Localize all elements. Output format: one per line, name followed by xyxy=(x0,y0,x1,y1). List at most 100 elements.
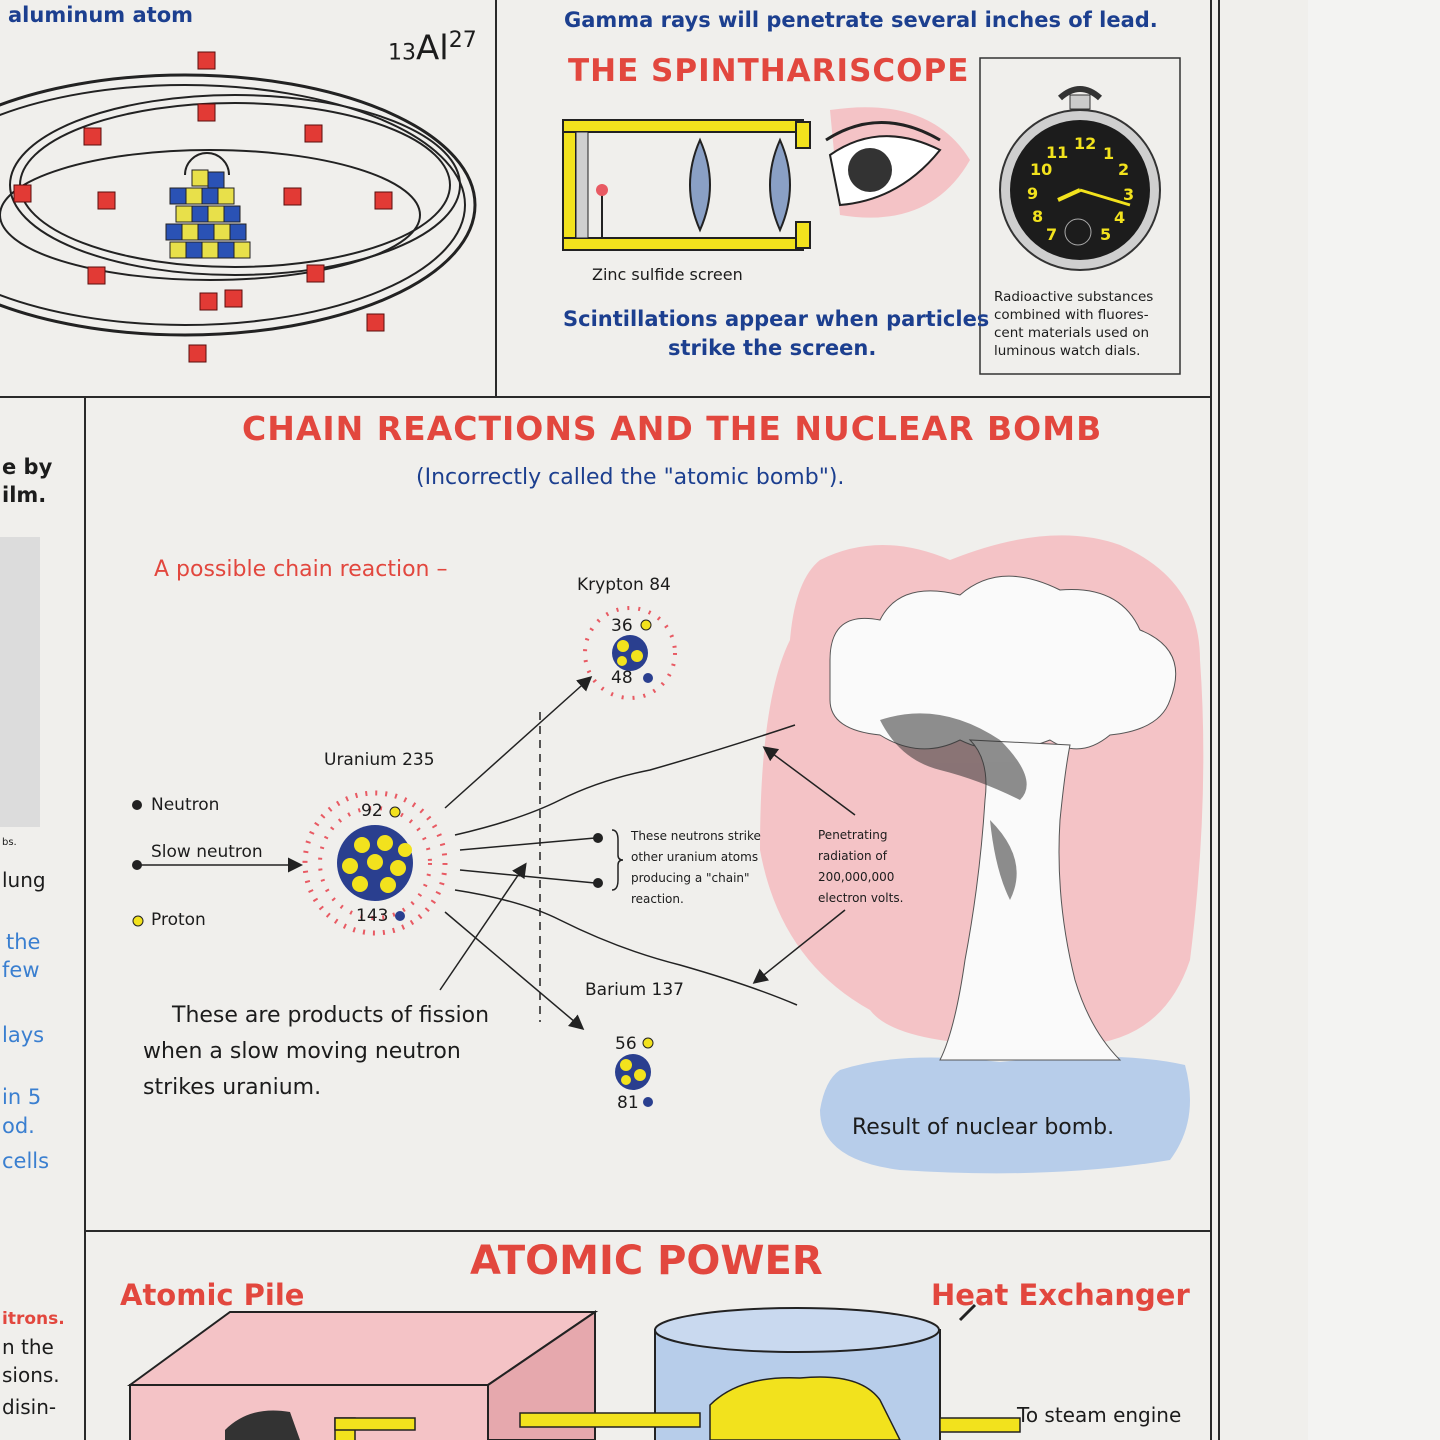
fission-line: These are products of fission xyxy=(172,1003,490,1028)
slow-neutron-legend-label: Slow neutron xyxy=(151,842,263,862)
aluminum-atom-label: aluminum atom xyxy=(8,3,194,27)
note-line: other uranium atoms xyxy=(631,850,759,864)
steam-engine-label: To steam engine xyxy=(1017,1403,1182,1427)
left-fragment: the xyxy=(6,930,41,954)
watch-number: 8 xyxy=(1032,207,1044,226)
watch-caption-line: luminous watch dials. xyxy=(994,343,1141,359)
scintillations-caption-line2: strike the screen. xyxy=(668,336,877,360)
note-line: electron volts. xyxy=(818,891,904,905)
chain-reaction-arrows xyxy=(140,675,977,1322)
watch-number: 11 xyxy=(1046,143,1069,162)
krypton-protons: 36 xyxy=(611,616,633,636)
left-fragment: n the xyxy=(2,1335,54,1359)
atomic-number: 13 xyxy=(388,40,416,66)
fission-line: when a slow moving neutron xyxy=(143,1039,461,1064)
left-fragment: disin- xyxy=(2,1395,57,1419)
watch-caption-line: Radioactive substances xyxy=(994,289,1154,305)
slow-neutron-legend-dot xyxy=(132,860,142,870)
aluminum-electrons xyxy=(13,51,393,363)
divider-vertical-right-outer xyxy=(1218,0,1220,1440)
left-fragment: od. xyxy=(2,1114,35,1138)
zinc-sulfide-label: Zinc sulfide screen xyxy=(592,265,743,284)
proton-legend-dot xyxy=(132,915,144,927)
pocket-watch-illustration xyxy=(999,86,1161,271)
watch-number: 2 xyxy=(1118,160,1130,179)
divider-horizontal-1 xyxy=(0,396,1212,398)
note-line: reaction. xyxy=(631,892,684,906)
heat-exchanger-illustration xyxy=(654,1307,941,1440)
watch-caption-line: combined with fluores- xyxy=(994,307,1149,323)
atomic-pile-illustration xyxy=(126,1310,599,1440)
watch-number: 9 xyxy=(1027,184,1039,203)
neutrons-strike-note: These neutrons strike other uranium atom… xyxy=(631,826,761,910)
watch-number: 10 xyxy=(1030,160,1053,179)
possible-chain-reaction-label: A possible chain reaction – xyxy=(154,557,448,582)
fission-products-text: These are products of fission when a slo… xyxy=(143,998,489,1106)
left-fragment: lung xyxy=(2,868,46,892)
uranium-atom xyxy=(302,790,448,936)
krypton-atom xyxy=(583,606,677,700)
left-fragment: itrons. xyxy=(2,1309,65,1329)
left-photo-panel xyxy=(0,537,40,827)
scintillations-caption-line1: Scintillations appear when particles xyxy=(563,307,990,331)
left-fragment: bs. xyxy=(2,837,17,848)
aluminum-atom-illustration xyxy=(0,73,477,337)
uranium-neutrons: 143 xyxy=(356,906,389,926)
mushroom-cloud xyxy=(829,575,1177,1061)
chain-reactions-title: CHAIN REACTIONS AND THE NUCLEAR BOMB xyxy=(242,409,1103,448)
watch-number: 5 xyxy=(1100,225,1112,244)
neutron-legend-dot xyxy=(132,800,142,810)
watch-caption-line: cent materials used on xyxy=(994,325,1150,341)
uranium-protons: 92 xyxy=(361,801,383,821)
chain-reactions-subtitle: (Incorrectly called the "atomic bomb"). xyxy=(416,465,845,490)
left-fragment: few xyxy=(2,958,40,982)
krypton-label: Krypton 84 xyxy=(577,575,671,595)
left-fragment: e by xyxy=(2,455,53,479)
watch-number: 3 xyxy=(1123,185,1135,204)
spinthariscope-diagram xyxy=(562,119,811,251)
watch-number: 1 xyxy=(1103,144,1115,163)
note-line: producing a "chain" xyxy=(631,871,750,885)
mushroom-cloud-blue-base xyxy=(820,1056,1190,1174)
left-fragment: sions. xyxy=(2,1363,60,1387)
divider-vertical-left xyxy=(84,396,86,1440)
left-fragment: in 5 xyxy=(2,1085,42,1109)
divider-vertical-top xyxy=(495,0,497,398)
left-fragment: lays xyxy=(2,1023,45,1047)
heat-exchanger-label: Heat Exchanger xyxy=(931,1278,1190,1312)
watch-number: 12 xyxy=(1074,134,1097,153)
atomic-pile-label: Atomic Pile xyxy=(120,1278,305,1312)
atomic-power-title: ATOMIC POWER xyxy=(470,1238,823,1284)
pipe-illustration xyxy=(334,1412,1021,1440)
watch-number: 7 xyxy=(1046,225,1058,244)
nuclear-bomb-caption: Result of nuclear bomb. xyxy=(852,1115,1115,1140)
eye-illustration xyxy=(825,107,970,218)
proton-legend-label: Proton xyxy=(151,910,206,930)
barium-neutrons: 81 xyxy=(617,1093,639,1113)
note-line: These neutrons strike xyxy=(631,829,761,843)
barium-atom xyxy=(615,1054,651,1090)
radiation-note: Penetrating radiation of 200,000,000 ele… xyxy=(818,825,903,909)
mushroom-cloud-shading xyxy=(880,713,1027,900)
uranium-label: Uranium 235 xyxy=(324,750,435,770)
watch-box-border xyxy=(979,57,1181,375)
spinthariscope-title: THE SPINTHARISCOPE xyxy=(568,53,970,89)
fission-line: strikes uranium. xyxy=(143,1075,322,1100)
element-symbol: Al xyxy=(416,28,449,69)
aluminum-nucleus xyxy=(165,169,251,259)
left-fragment: ilm. xyxy=(2,483,47,507)
divider-horizontal-2 xyxy=(84,1230,1212,1232)
barium-label: Barium 137 xyxy=(585,980,684,1000)
left-fragment: cells xyxy=(2,1149,50,1173)
note-line: Penetrating xyxy=(818,828,888,842)
neutron-legend-label: Neutron xyxy=(151,795,220,815)
barium-protons: 56 xyxy=(615,1034,637,1054)
divider-vertical-right xyxy=(1210,0,1212,1440)
aluminum-symbol: 13Al27 xyxy=(388,28,477,68)
gamma-rays-text: Gamma rays will penetrate several inches… xyxy=(564,8,1158,32)
watch-caption: Radioactive substances combined with flu… xyxy=(994,288,1170,360)
note-line: radiation of xyxy=(818,849,887,863)
watch-number: 4 xyxy=(1114,208,1126,227)
note-line: 200,000,000 xyxy=(818,870,895,884)
